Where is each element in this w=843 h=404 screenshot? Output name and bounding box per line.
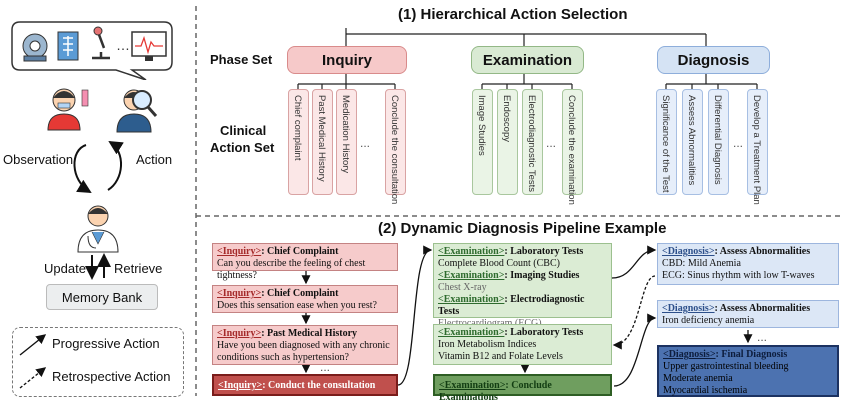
card-examination-conclude: <Examination>: Conclude Examinations xyxy=(433,374,612,403)
card-inquiry-chief-complaint-2: <Inquiry>: Chief Complaint Does this sen… xyxy=(212,285,398,313)
pipeline-diagnosis-ellipsis: ... xyxy=(757,330,768,344)
card-inquiry-conduct-consultation: <Inquiry>: Conduct the consultation xyxy=(212,374,398,396)
xray-icon xyxy=(57,31,79,61)
card-examination-laboratory-tests: <Examination>: Laboratory Tests Iron Met… xyxy=(433,324,612,365)
action-conclude-consultation: Conclude the consultation xyxy=(385,89,406,204)
action-medication-history: Medication History xyxy=(336,89,357,195)
action-chief-complaint: Chief complaint xyxy=(288,89,309,195)
action-assess-abnormalities: Assess Abnormalities xyxy=(682,89,703,195)
memory-bank: Memory Bank xyxy=(46,284,158,310)
section-title-hierarchical: (1) Hierarchical Action Selection xyxy=(398,6,628,23)
phase-set-label: Phase Set xyxy=(210,52,273,67)
pipeline-inquiry-ellipsis: ... xyxy=(320,360,331,374)
phase-diagnosis: Diagnosis xyxy=(657,46,770,74)
action-conclude-examination: Conclude the examination xyxy=(562,89,583,205)
examination-ellipsis: ... xyxy=(546,136,557,150)
action-label: Action xyxy=(136,152,173,167)
inquiry-ellipsis: ... xyxy=(360,136,371,150)
legend xyxy=(12,327,184,397)
legend-progressive: Progressive Action xyxy=(52,336,160,351)
action-significance-of-test: Significance of the Test xyxy=(656,89,677,195)
legend-retrospective: Retrospective Action xyxy=(52,369,171,384)
card-diagnosis-final: <Diagnosis>: Final Diagnosis Upper gastr… xyxy=(657,345,839,397)
action-image-studies: Image Studies xyxy=(472,89,493,195)
equipment-bubble: … xyxy=(11,21,173,80)
action-endoscopy: Endoscopy xyxy=(497,89,518,195)
phase-examination: Examination xyxy=(471,46,584,74)
retrieve-label: Retrieve xyxy=(114,261,163,276)
card-examination-tests: <Examination>: Laboratory Tests Complete… xyxy=(433,243,612,329)
action-differential-diagnosis: Differential Diagnosis xyxy=(708,89,729,195)
doctor-icon xyxy=(77,205,119,253)
card-inquiry-past-medical-history: <Inquiry>: Past Medical History Have you… xyxy=(212,325,398,365)
phase-inquiry: Inquiry xyxy=(287,46,407,74)
doctor-magnifier-icon xyxy=(116,89,158,133)
bubble-ellipsis: … xyxy=(116,37,130,53)
clinical-label-line1: Clinical xyxy=(220,123,267,138)
section-title-pipeline: (2) Dynamic Diagnosis Pipeline Example xyxy=(378,220,667,237)
mri-scanner-icon xyxy=(22,33,48,62)
diagnosis-ellipsis: ... xyxy=(733,136,744,150)
monitor-icon xyxy=(131,31,167,61)
action-electrodiagnostic-tests: Electrodiagnostic Tests xyxy=(522,89,543,195)
card-diagnosis-assess-2: <Diagnosis>: Assess Abnormalities Iron d… xyxy=(657,300,839,328)
microscope-icon xyxy=(92,26,110,60)
action-develop-treatment-plan: Develop a Treatment Plan xyxy=(747,89,768,205)
update-label: Update xyxy=(44,261,86,276)
card-diagnosis-assess-1: <Diagnosis>: Assess Abnormalities CBD: M… xyxy=(657,243,839,285)
action-past-medical-history: Past Medical History xyxy=(312,89,333,195)
clinical-label-line2: Action Set xyxy=(210,140,275,155)
card-inquiry-chief-complaint-1: <Inquiry>: Chief Complaint Can you descr… xyxy=(212,243,398,281)
patient-icon xyxy=(47,88,89,131)
observation-label: Observation xyxy=(3,152,74,167)
